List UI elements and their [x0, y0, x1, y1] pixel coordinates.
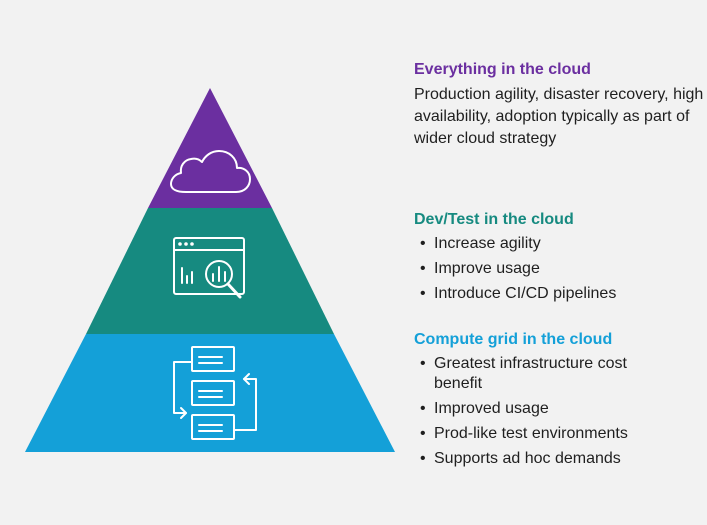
pyramid-tier-bottom — [25, 334, 395, 452]
list-item: Prod-like test environments — [414, 424, 704, 444]
list-item: Introduce CI/CD pipelines — [414, 284, 704, 304]
list-item: Supports ad hoc demands — [414, 449, 704, 469]
list-item: Increase agility — [414, 234, 704, 254]
list-item: Improved usage — [414, 399, 704, 419]
tier-descriptions: Everything in the cloud Production agili… — [414, 60, 704, 474]
cloud-icon — [170, 150, 251, 193]
list-item: Greatest infrastructure cost benefit — [414, 354, 674, 394]
tier-description: Production agility, disaster recovery, h… — [414, 86, 704, 147]
tier-bullet-list: Increase agility Improve usage Introduce… — [414, 234, 704, 304]
tier-bullet-list: Greatest infrastructure cost benefit Imp… — [414, 354, 704, 469]
tier-title: Compute grid in the cloud — [414, 331, 613, 348]
list-item: Improve usage — [414, 259, 704, 279]
pyramid-tier-middle — [86, 208, 334, 334]
process-flow-icon — [173, 346, 257, 440]
tier-dev-test-in-cloud: Dev/Test in the cloud Increase agility I… — [414, 210, 704, 330]
tier-everything-in-cloud: Everything in the cloud Production agili… — [414, 60, 704, 210]
tier-title: Dev/Test in the cloud — [414, 211, 574, 228]
tier-title: Everything in the cloud — [414, 61, 591, 78]
pyramid-tier-top — [148, 88, 272, 208]
tier-compute-grid-in-cloud: Compute grid in the cloud Greatest infra… — [414, 330, 704, 469]
analytics-window-icon — [173, 237, 245, 299]
